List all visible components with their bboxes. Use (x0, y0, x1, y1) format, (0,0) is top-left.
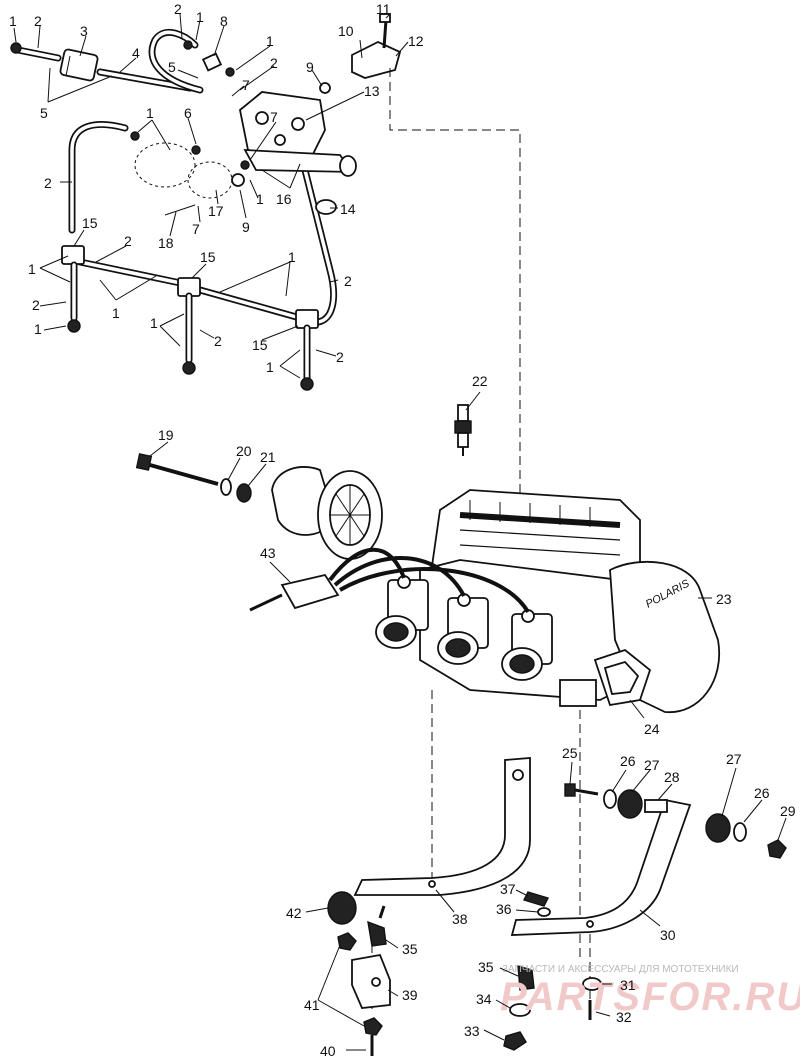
engine-mount-bracket-right (510, 798, 692, 936)
callout-2: 2 (44, 175, 52, 191)
callout-43: 43 (260, 545, 276, 561)
watermark-logo: PARTSFOR.RU (500, 975, 800, 1019)
callout-11: 11 (376, 1, 391, 17)
callout-2: 2 (270, 55, 278, 71)
carburetor (437, 593, 489, 665)
callout-1: 1 (256, 191, 264, 207)
callout-14: 14 (340, 201, 356, 217)
callout-5: 5 (168, 59, 176, 75)
callout-35: 35 (478, 959, 494, 975)
callout-20: 20 (236, 443, 252, 459)
tee-fitting (61, 245, 319, 329)
callout-32: 32 (616, 1009, 632, 1025)
callout-33: 33 (464, 1023, 480, 1039)
callout-24: 24 (644, 721, 660, 737)
callout-29: 29 (780, 803, 796, 819)
callout-12: 12 (408, 33, 424, 49)
callout-17: 17 (208, 203, 224, 219)
callout-1: 1 (34, 321, 42, 337)
callout-1: 1 (266, 33, 274, 49)
callout-1: 1 (146, 105, 154, 121)
callout-7: 7 (192, 221, 200, 237)
callout-leaders (13, 13, 787, 1051)
callout-6: 6 (184, 105, 192, 121)
spark-plug (454, 404, 472, 456)
callout-34: 34 (476, 991, 492, 1007)
callout-8: 8 (220, 13, 228, 29)
carburetor (501, 609, 553, 681)
callout-2: 2 (336, 349, 344, 365)
callout-4: 4 (132, 45, 140, 61)
callout-1: 1 (9, 13, 17, 29)
cable-junction-box (249, 573, 340, 612)
callout-27: 27 (726, 751, 742, 767)
callout-1: 1 (288, 249, 296, 265)
hose-clamps (10, 40, 314, 391)
callout-22: 22 (472, 373, 488, 389)
callout-2: 2 (34, 13, 42, 29)
callout-5: 5 (40, 105, 48, 121)
callout-1: 1 (150, 315, 158, 331)
callout-7: 7 (242, 77, 250, 93)
callout-31: 31 (620, 977, 636, 993)
callout-3: 3 (80, 23, 88, 39)
callout-30: 30 (660, 927, 676, 943)
callout-1: 1 (28, 261, 36, 277)
callout-9: 9 (242, 219, 250, 235)
callout-9: 9 (306, 59, 314, 75)
callout-27: 27 (644, 757, 660, 773)
washer (220, 478, 232, 496)
callout-28: 28 (664, 769, 680, 785)
callout-7: 7 (270, 109, 278, 125)
callout-2: 2 (124, 233, 132, 249)
callout-35: 35 (402, 941, 418, 957)
recoil-starter (271, 466, 383, 560)
callout-19: 19 (158, 427, 174, 443)
callout-2: 2 (32, 297, 40, 313)
callout-26: 26 (754, 785, 770, 801)
callout-15: 15 (82, 215, 98, 231)
callout-10: 10 (338, 23, 354, 39)
callout-2: 2 (214, 333, 222, 349)
alignment-line (389, 68, 521, 520)
callout-13: 13 (364, 83, 380, 99)
callout-18: 18 (158, 235, 174, 251)
callout-36: 36 (496, 901, 512, 917)
callout-1: 1 (196, 9, 204, 25)
carburetors (249, 547, 553, 681)
callout-21: 21 (260, 449, 276, 465)
callout-15: 15 (200, 249, 216, 265)
callout-1: 1 (266, 359, 274, 375)
callout-25: 25 (562, 745, 578, 761)
callout-41: 41 (304, 997, 320, 1013)
callout-38: 38 (452, 911, 468, 927)
bracket-10 (351, 13, 402, 79)
long-bolt (135, 453, 219, 486)
callout-23: 23 (716, 591, 732, 607)
lower-hardware (327, 891, 602, 1056)
engine-mount-bracket-left (353, 757, 531, 896)
callout-1: 1 (112, 305, 120, 321)
fuel-filter (59, 48, 99, 82)
hose-clip (315, 199, 337, 215)
carburetor (375, 575, 429, 649)
callout-2: 2 (344, 273, 352, 289)
washer-dark (236, 483, 252, 503)
callout-labels: 1 2 3 4 5 2 1 8 5 1 2 7 9 10 11 12 13 1 … (9, 1, 796, 1058)
callout-39: 39 (402, 987, 418, 1003)
callout-42: 42 (286, 905, 302, 921)
fuel-pump-ghost (134, 142, 233, 199)
callout-26: 26 (620, 753, 636, 769)
callout-2: 2 (174, 1, 182, 17)
callout-15: 15 (252, 337, 268, 353)
mount-hardware (564, 783, 787, 859)
crossover-tube (243, 149, 357, 177)
callout-37: 37 (500, 881, 516, 897)
callout-40: 40 (320, 1043, 336, 1058)
watermark: ЗАПЧАСТИ И АКСЕССУАРЫ ДЛЯ МОТОТЕХНИКИ PA… (500, 964, 800, 1019)
watermark-tagline: ЗАПЧАСТИ И АКСЕССУАРЫ ДЛЯ МОТОТЕХНИКИ (502, 964, 739, 975)
callout-16: 16 (276, 191, 292, 207)
